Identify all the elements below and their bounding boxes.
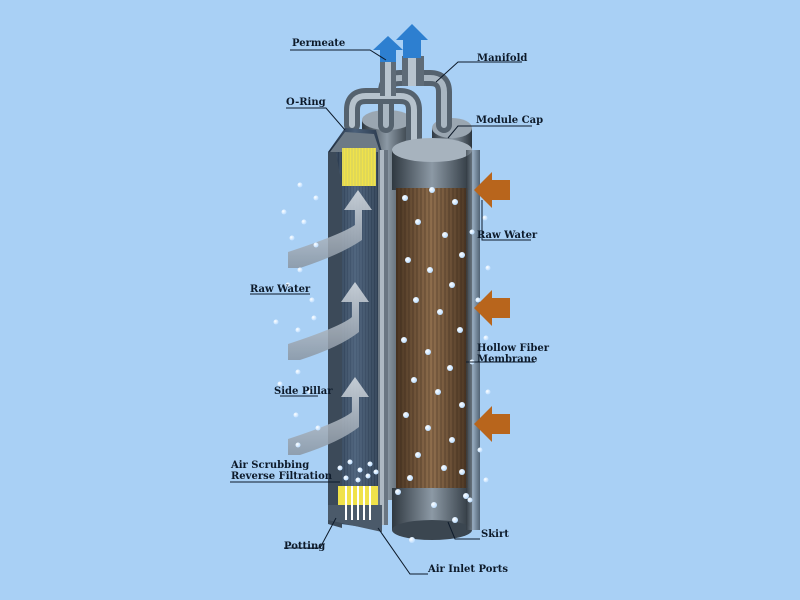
label-air-scrubbing-line1: Air Scrubbing bbox=[231, 460, 310, 471]
label-air-scrubbing-line2: Reverse Filtration bbox=[231, 471, 333, 482]
label-module-cap: Module Cap bbox=[476, 115, 544, 126]
label-air-scrubbing: Air Scrubbing Reverse Filtration bbox=[231, 460, 332, 482]
label-hollow-fiber-membrane: Hollow Fiber Membrane bbox=[477, 343, 549, 365]
label-raw-water-left: Raw Water bbox=[250, 284, 311, 295]
label-manifold: Manifold bbox=[477, 53, 528, 64]
leader-lines bbox=[230, 49, 535, 575]
label-side-pillar: Side Pillar bbox=[274, 386, 333, 397]
membrane-bubbles bbox=[395, 187, 469, 543]
label-permeate: Permeate bbox=[292, 38, 346, 49]
label-hollow-fiber-line1: Hollow Fiber bbox=[477, 343, 549, 354]
label-raw-water-right: Raw Water bbox=[477, 230, 538, 241]
raw-water-arrow-icon bbox=[474, 172, 510, 442]
label-potting: Potting bbox=[284, 541, 326, 552]
permeate-arrow-icon bbox=[373, 24, 428, 62]
label-hollow-fiber-line2: Membrane bbox=[477, 354, 538, 365]
flow-arrows bbox=[288, 190, 372, 455]
label-skirt: Skirt bbox=[481, 529, 509, 540]
membrane-module bbox=[392, 138, 480, 540]
label-air-inlet-ports: Air Inlet Ports bbox=[428, 564, 508, 575]
manifold-pipes bbox=[344, 56, 452, 150]
label-o-ring: O-Ring bbox=[286, 97, 326, 108]
